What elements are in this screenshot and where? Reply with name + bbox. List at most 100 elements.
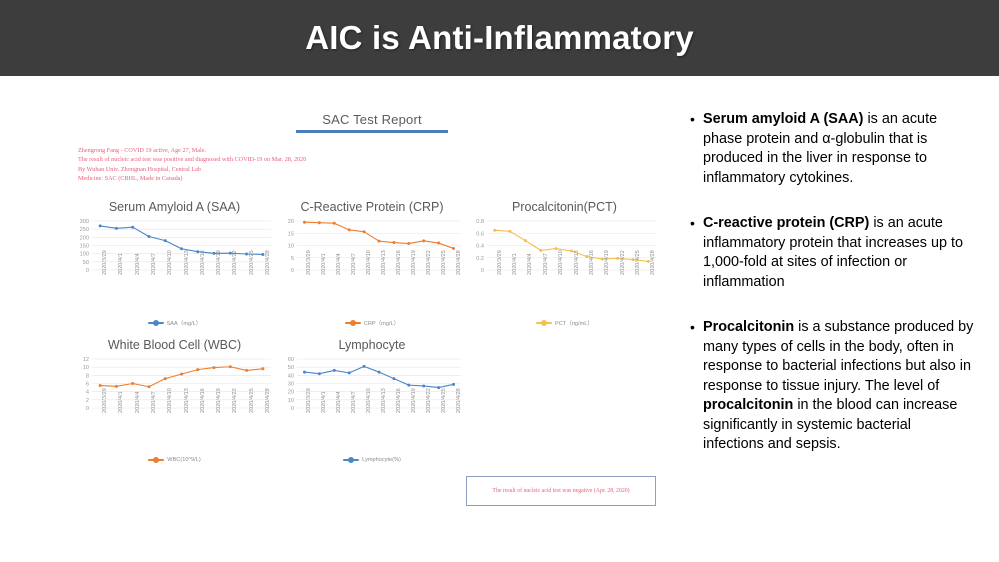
x-axis-tick-label: 2020/4/4 [134,253,141,275]
bullet-rest-saa: is an acute phase protein and α-globulin… [703,111,938,186]
svg-text:0: 0 [86,406,89,411]
x-axis-tick-label: 2020/4/7 [351,253,358,275]
svg-text:5: 5 [291,256,294,262]
x-axis-tick-label: 2020/4/13 [183,388,190,413]
x-axis-tick-label: 2020/4/1 [118,391,125,413]
svg-text:4: 4 [86,390,89,396]
page-title: AIC is Anti-Inflammatory [305,19,694,56]
x-axis-tick-label: 2020/4/7 [351,391,358,413]
chart-title: C-Reactive Protein (CRP) [300,200,444,214]
x-axis-tick-label: 2020/4/10 [167,388,174,413]
sac-test-report-panel: SAC Test Report Zhengrong Fang - COVID 1… [0,76,672,562]
x-axis-tick-label: 2020/4/7 [150,391,157,413]
bullet-text-pct: Procalcitonin is a substance produced by… [703,318,975,455]
legend-swatch [343,457,360,463]
svg-text:2: 2 [86,398,89,404]
x-axis-tick-label: 2020/4/28 [264,388,271,413]
patient-note-line-4: Medicine: SAC (CBHL, Made in Canada) [78,175,183,183]
x-axis-tick-label: 2020/4/13 [573,250,580,275]
bullet-list: • Serum amyloid A (SAA) is an acute phas… [690,110,975,481]
svg-text:60: 60 [288,357,294,363]
legend-label: WBC(10^9/L) [167,457,201,463]
svg-text:20: 20 [288,219,294,225]
legend-label: CRP（mg/L） [363,321,400,327]
x-axis-tick-label: 2020/4/1 [512,253,519,275]
svg-text:0: 0 [291,268,294,273]
x-axis-tick-label: 2020/4/13 [381,250,387,275]
x-axis-tick-label: 2020/4/10 [558,250,565,275]
report-header-underline [296,130,448,133]
x-axis-tick-label: 2020/3/29 [306,388,313,413]
x-axis-tick-label: 2020/4/19 [410,388,417,413]
x-axis-tick-label: 2020/4/1 [321,391,328,413]
bullet-mid-pct: is a substance produced by many types of… [703,319,974,394]
x-axis-tick-label: 2020/4/25 [440,388,447,413]
x-axis-tick-label: 2020/4/13 [183,250,190,275]
x-axis-tick-label: 2020/3/29 [102,388,109,413]
bullet-lead2-pct: procalcitonin [703,397,794,413]
x-axis-tick-label: 2020/4/19 [604,250,611,275]
svg-text:10: 10 [288,244,294,250]
bullet-text-saa: Serum amyloid A (SAA) is an acute phase … [703,110,975,188]
bullet-marker: • [690,215,695,231]
x-axis-tick-label: 2020/4/16 [588,250,595,275]
x-axis-tick-label: 2020/4/19 [216,388,223,413]
patient-note: Zhengrong Fang - COVID 19 active, Age 27… [78,146,418,184]
x-axis-tick-label: 2020/4/10 [167,250,174,275]
x-axis-tick-label: 2020/4/16 [199,250,206,275]
chart-title: Lymphocyte [338,338,406,352]
bullet-rest-crp: is an acute inflammatory protein that in… [703,215,963,290]
bullet-rest-pct: in the blood can increase significantly … [703,397,958,452]
x-axis-tick-label: 2020/3/29 [102,250,109,275]
svg-text:0: 0 [481,268,484,273]
x-axis-tick-label: 2020/4/25 [440,250,447,275]
x-axis-tick-label: 2020/4/28 [264,250,271,275]
x-axis-tick-label: 2020/4/19 [216,250,223,275]
chart-legend: WBC(10^9/L) [72,457,277,463]
negative-result-note: The result of nucleic acid test was nega… [466,476,656,506]
chart-title: Serum Amyloid A (SAA) [108,200,241,214]
x-axis-tick-label: 2020/4/25 [248,250,255,275]
chart-legend: CRP（mg/L） [277,319,467,327]
x-axis-tick-label: 2020/4/25 [248,388,255,413]
patient-note-line-3: By Wuhan Univ. Zhongnan Hospital, Centra… [78,165,201,173]
svg-text:30: 30 [288,382,294,388]
x-axis-tick-label: 2020/4/7 [150,253,157,275]
x-axis-tick-label: 2020/4/7 [542,253,549,275]
legend-label: Lymphocyte(%) [362,457,401,463]
svg-text:0: 0 [86,268,89,273]
svg-text:0.2: 0.2 [476,256,484,262]
svg-text:6: 6 [86,382,89,388]
x-axis-tick-label: 2020/4/4 [134,391,141,413]
x-axis-tick-label: 2020/4/22 [619,250,626,275]
legend-swatch [147,320,164,326]
chart-title: White Blood Cell (WBC) [107,338,242,352]
svg-text:100: 100 [80,252,89,258]
bullet-item-saa: • Serum amyloid A (SAA) is an acute phas… [690,110,975,188]
bullet-item-crp: • C-reactive protein (CRP) is an acute i… [690,214,975,292]
svg-text:50: 50 [83,260,89,266]
svg-text:150: 150 [80,244,89,250]
legend-swatch [344,320,361,326]
bullet-marker: • [690,319,695,335]
chart-legend: SAA（mg/L） [72,319,277,327]
svg-text:0.4: 0.4 [476,244,484,250]
x-axis-tick-label: 2020/4/16 [199,388,206,413]
svg-text:10: 10 [83,365,89,371]
bullet-item-pct: • Procalcitonin is a substance produced … [690,318,975,455]
svg-text:0.6: 0.6 [476,231,484,237]
x-axis-tick-label: 2020/4/22 [425,250,432,275]
svg-text:0: 0 [291,406,294,411]
svg-text:15: 15 [288,231,294,237]
svg-text:40: 40 [288,373,294,379]
svg-text:20: 20 [288,390,294,396]
legend-label: SAA（mg/L） [166,321,202,327]
x-axis-tick-label: 2020/4/19 [410,250,417,275]
